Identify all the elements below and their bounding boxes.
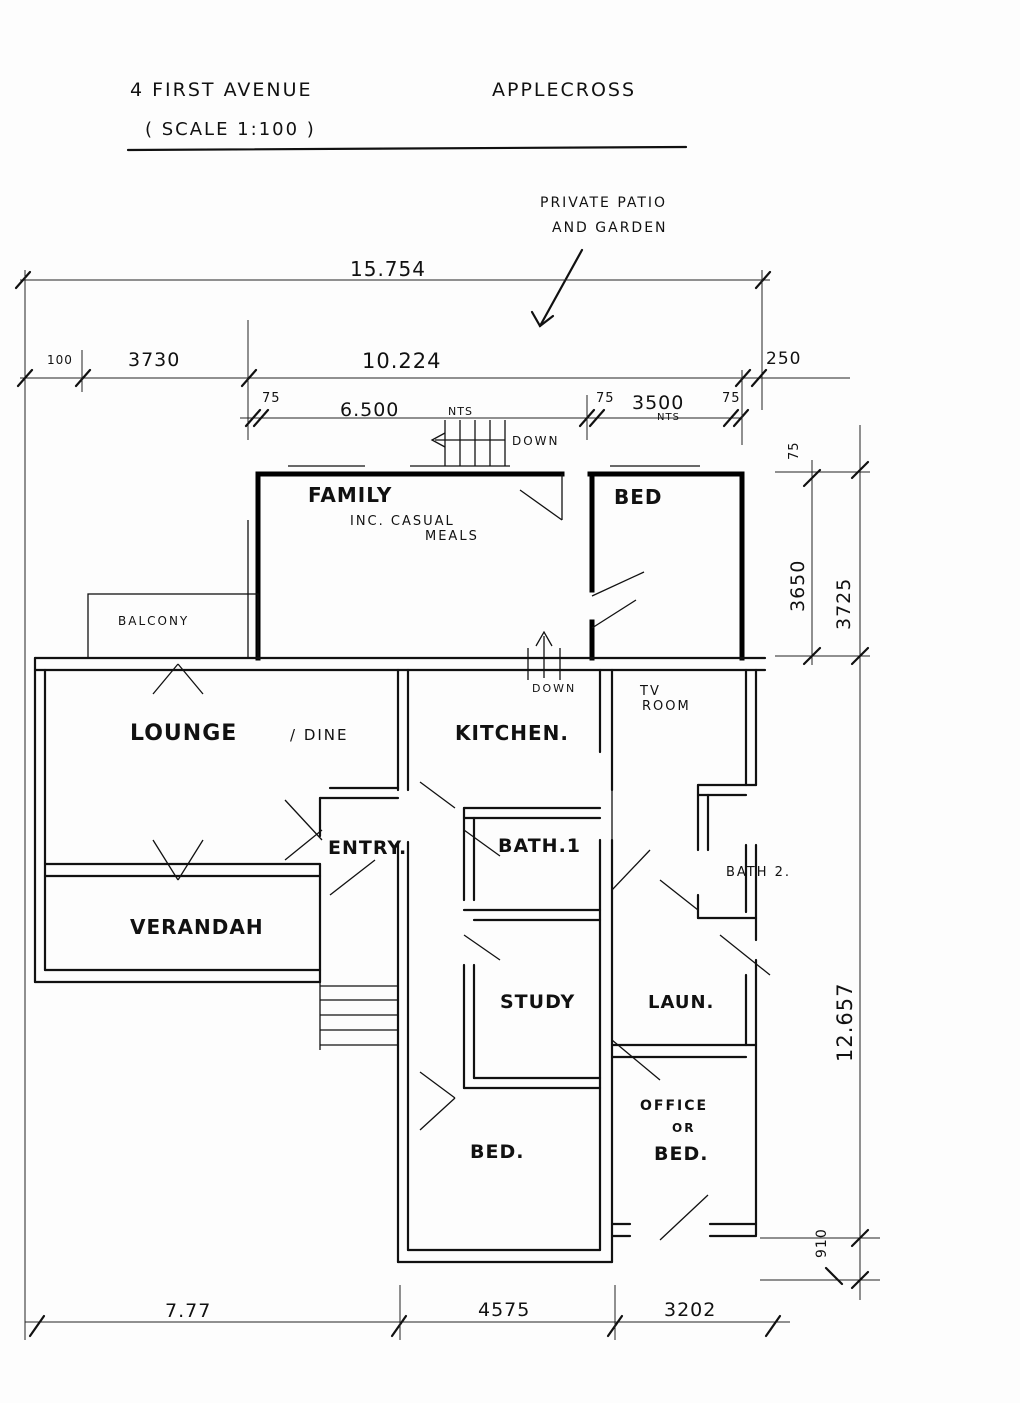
dim-12657: 12.657 [833, 983, 857, 1062]
dim-7777: 7.77 [165, 1300, 211, 1322]
room-family: FAMILY [308, 483, 392, 507]
stair-top [430, 420, 506, 466]
dim-910: 910 [814, 1228, 830, 1258]
dim-250: 250 [766, 349, 801, 369]
down-label-kitchen: DOWN [532, 682, 576, 695]
dim-4575: 4575 [478, 1299, 530, 1321]
kitchen-stair-arrow [527, 630, 561, 680]
room-tv-room: ROOM [642, 699, 691, 714]
dim-6500: 6.500 [340, 399, 399, 421]
room-laundry: LAUN. [648, 992, 714, 1013]
room-balcony: BALCONY [118, 614, 189, 628]
patio-label: PRIVATE PATIO [540, 195, 667, 211]
room-bed-top: BED [614, 485, 663, 509]
top-dimension-lines [14, 270, 850, 1340]
room-kitchen: KITCHEN. [455, 721, 569, 745]
room-office-or: OR [672, 1121, 695, 1135]
down-label-top: DOWN [512, 434, 560, 448]
dim-3500: 3500 [632, 392, 684, 414]
dim-100: 100 [47, 353, 73, 367]
dim-75-b: 75 [596, 391, 615, 406]
room-entry: ENTRY. [328, 837, 407, 859]
dim-3202: 3202 [664, 1299, 716, 1321]
garden-label: AND GARDEN [552, 220, 668, 236]
stair-lower [319, 982, 398, 1050]
dim-75-right: 75 [787, 441, 802, 460]
dim-3725: 3725 [833, 578, 855, 630]
bottom-dimension-lines [25, 1285, 790, 1340]
right-dimension-lines [760, 425, 880, 1300]
dim-75-c: 75 [722, 391, 741, 406]
dim-nts-2: NTS [657, 412, 680, 423]
address-text: 4 FIRST AVENUE [130, 79, 312, 101]
scale-text: ( SCALE 1:100 ) [145, 119, 316, 140]
room-office: OFFICE [640, 1098, 708, 1114]
room-verandah: VERANDAH [130, 915, 264, 939]
patio-arrow [530, 248, 584, 328]
room-bath1: BATH.1 [498, 835, 581, 857]
room-bed-bottom: BED. [470, 1141, 524, 1163]
dim-3650: 3650 [787, 560, 809, 612]
dim-3730: 3730 [128, 349, 180, 371]
room-tv: TV [639, 684, 661, 699]
room-dine: / DINE [290, 726, 349, 744]
room-family-sub2: MEALS [425, 529, 479, 544]
header-underline [126, 145, 688, 152]
main-floor-walls [33, 656, 767, 1264]
dim-10224: 10.224 [362, 349, 441, 373]
suburb-text: APPLECROSS [492, 79, 636, 101]
room-study: STUDY [500, 991, 575, 1013]
dim-overall: 15.754 [350, 257, 426, 281]
room-office-bed: BED. [654, 1143, 708, 1165]
room-family-sub1: INC. CASUAL [350, 514, 455, 529]
room-bath2: BATH 2. [726, 865, 791, 880]
room-lounge: LOUNGE [130, 721, 237, 746]
dim-75-a: 75 [262, 391, 281, 406]
door-swings [152, 474, 771, 1241]
dim-nts-1: NTS [448, 405, 473, 418]
